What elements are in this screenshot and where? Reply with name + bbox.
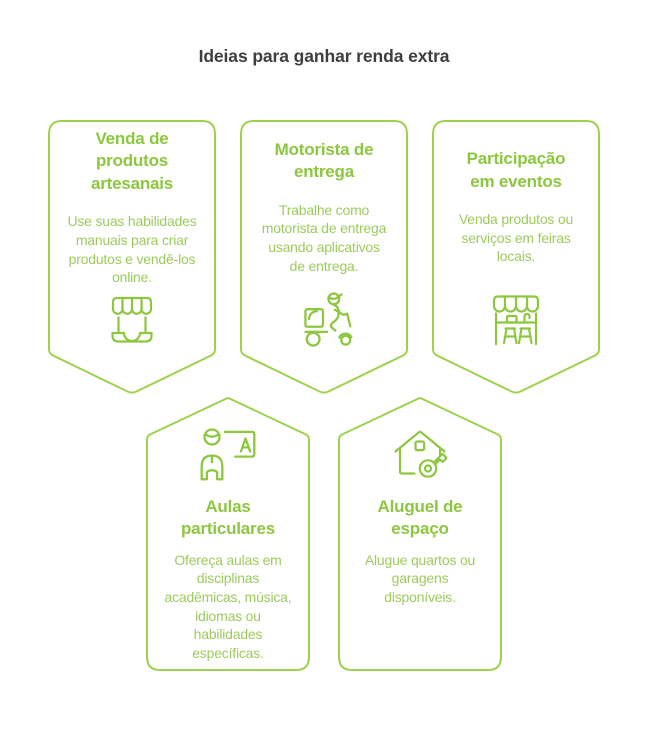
house-key-icon — [388, 416, 452, 490]
card-venda-de-produtos-artesanais: Venda de produtos artesanais Use suas ha… — [48, 120, 216, 394]
arrow-down-card-shape — [432, 120, 600, 394]
online-store-icon — [98, 287, 166, 353]
arrow-down-card-shape — [240, 120, 408, 394]
card-description: Alugue quartos ou garagens disponíveis. — [364, 551, 476, 606]
arrow-up-card-shape — [146, 397, 310, 671]
card-aluguel-de-espaco: Aluguel de espaço Alugue quartos ou gara… — [338, 396, 502, 672]
card-aulas-particulares: Aulas particulares Ofereça aulas em disc… — [146, 396, 310, 672]
card-title: Participação em eventos — [466, 149, 566, 191]
card-motorista-de-entrega: Motorista de entrega Trabalhe como motor… — [240, 120, 408, 394]
card-title: Venda de produtos artesanais — [90, 129, 174, 193]
card-description: Ofereça aulas em disciplinas acadêmicas,… — [164, 551, 292, 661]
card-title: Aluguel de espaço — [377, 497, 463, 539]
card-participacao-em-eventos: Participação em eventos Venda produtos o… — [432, 120, 600, 394]
delivery-scooter-icon — [290, 286, 358, 352]
arrow-up-card-shape — [338, 397, 502, 671]
card-description: Venda produtos ou serviços em feiras loc… — [458, 211, 574, 265]
teacher-board-icon — [195, 416, 261, 490]
card-title: Aulas particulares — [181, 497, 275, 539]
card-title: Motorista de entrega — [274, 139, 374, 182]
market-stall-icon — [484, 286, 548, 352]
card-description: Trabalhe como motorista de entrega usand… — [261, 201, 387, 274]
page-title: Ideias para ganhar renda extra — [198, 46, 450, 66]
card-description: Use suas habilidades manuais para criar … — [67, 213, 197, 286]
arrow-down-card-shape — [48, 120, 216, 394]
